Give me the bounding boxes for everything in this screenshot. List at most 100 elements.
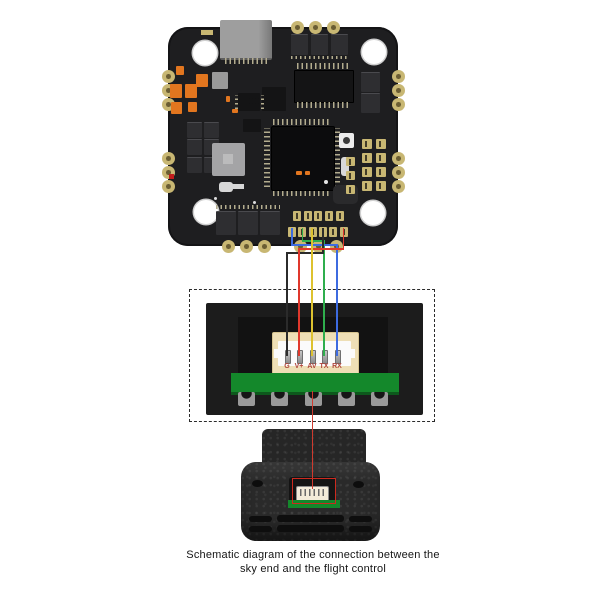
wire-segment <box>311 228 313 356</box>
castellation-pad <box>161 179 175 193</box>
castellation-pad <box>290 20 304 34</box>
mosfet <box>216 211 236 235</box>
mosfet <box>331 34 348 55</box>
wire-segment <box>286 252 288 356</box>
mcu-pin1-dot <box>324 180 328 184</box>
solder-pad <box>376 181 386 191</box>
capacitor <box>296 171 302 175</box>
vent-slot <box>349 516 372 522</box>
antenna-pad <box>232 184 244 189</box>
wire-segment <box>298 248 345 250</box>
mosfet <box>311 34 328 55</box>
mosfet <box>204 122 219 138</box>
test-point <box>214 197 217 200</box>
highlight-box <box>292 478 336 504</box>
capacitor <box>176 66 184 75</box>
screw-hole <box>252 480 263 487</box>
wire-segment <box>291 228 293 246</box>
wire-pad <box>329 227 337 237</box>
castellation-pad <box>391 165 405 179</box>
ic-chip <box>243 119 261 132</box>
connector-key-slot <box>351 349 355 358</box>
component-pins <box>235 95 238 109</box>
connector-pin <box>322 350 328 364</box>
solder-pad <box>201 30 213 35</box>
castellation-pad <box>239 239 253 253</box>
vent-slot <box>277 515 344 522</box>
mounting-hole <box>194 200 218 224</box>
capacitor <box>171 102 182 114</box>
mounting-hole <box>361 201 385 225</box>
solder-pad <box>376 153 386 163</box>
mosfet <box>187 122 202 138</box>
vent-slot <box>249 516 272 522</box>
mosfet <box>187 157 202 173</box>
wire-segment <box>301 240 325 242</box>
castellation-pad <box>391 179 405 193</box>
mosfet <box>291 34 308 55</box>
wire-pad <box>314 211 322 221</box>
connector-key-slot <box>274 349 278 358</box>
wire-pad <box>336 211 344 221</box>
capacitor <box>196 74 208 87</box>
component-pins <box>216 205 280 209</box>
capacitor <box>185 84 197 98</box>
mounting-hole <box>362 40 386 64</box>
solder-pad <box>362 139 372 149</box>
castellation-pad <box>391 83 405 97</box>
mcu-pins <box>273 119 331 125</box>
wire-segment <box>298 248 300 356</box>
solder-socket <box>238 392 255 406</box>
connector-pin <box>285 350 291 364</box>
component-pins <box>261 95 264 109</box>
pin-label-g: G <box>284 363 290 370</box>
wire-segment <box>336 244 338 356</box>
solder-socket <box>338 392 355 406</box>
wire-segment <box>323 240 325 356</box>
component-pins <box>297 63 349 69</box>
solder-pad <box>376 139 386 149</box>
wire-pad <box>304 211 312 221</box>
solder-pad <box>376 167 386 177</box>
castellation-pad <box>161 69 175 83</box>
connector-pin <box>297 350 303 364</box>
capacitor <box>232 109 238 113</box>
capacitor <box>188 102 197 112</box>
castellation-pad <box>391 69 405 83</box>
capacitor <box>226 96 230 102</box>
wire-segment <box>322 228 324 254</box>
component-pins <box>291 56 348 59</box>
wire-segment <box>291 244 338 246</box>
solder-pad <box>346 171 355 180</box>
pin-label-v: V+ <box>294 363 304 370</box>
usb-connector-pins <box>225 58 267 64</box>
mosfet <box>361 72 380 92</box>
castellation-pad <box>221 239 235 253</box>
castellation-pad <box>257 239 271 253</box>
solder-pad <box>346 185 355 194</box>
connector-pin <box>310 350 316 364</box>
boot-button-dot <box>343 137 350 144</box>
connector-pin <box>335 350 341 364</box>
capacitor <box>170 84 182 98</box>
solder-pad <box>346 157 355 166</box>
ic-chip <box>212 72 228 89</box>
mounting-hole <box>193 41 217 65</box>
smd-component <box>341 157 349 176</box>
mcu-pins <box>334 128 340 187</box>
resistor <box>249 98 253 104</box>
wire-segment <box>301 228 304 242</box>
castellation-pad <box>326 20 340 34</box>
test-point <box>253 201 256 204</box>
mosfet <box>238 211 258 235</box>
mosfet <box>260 211 280 235</box>
vent-slot <box>349 526 372 532</box>
mosfet <box>361 93 380 113</box>
mcu-pins <box>264 128 270 187</box>
wire-pad <box>309 227 317 237</box>
castellation-pad <box>391 97 405 111</box>
vent-slot <box>277 525 344 532</box>
wire-pad <box>293 211 301 221</box>
capacitor <box>305 171 310 175</box>
